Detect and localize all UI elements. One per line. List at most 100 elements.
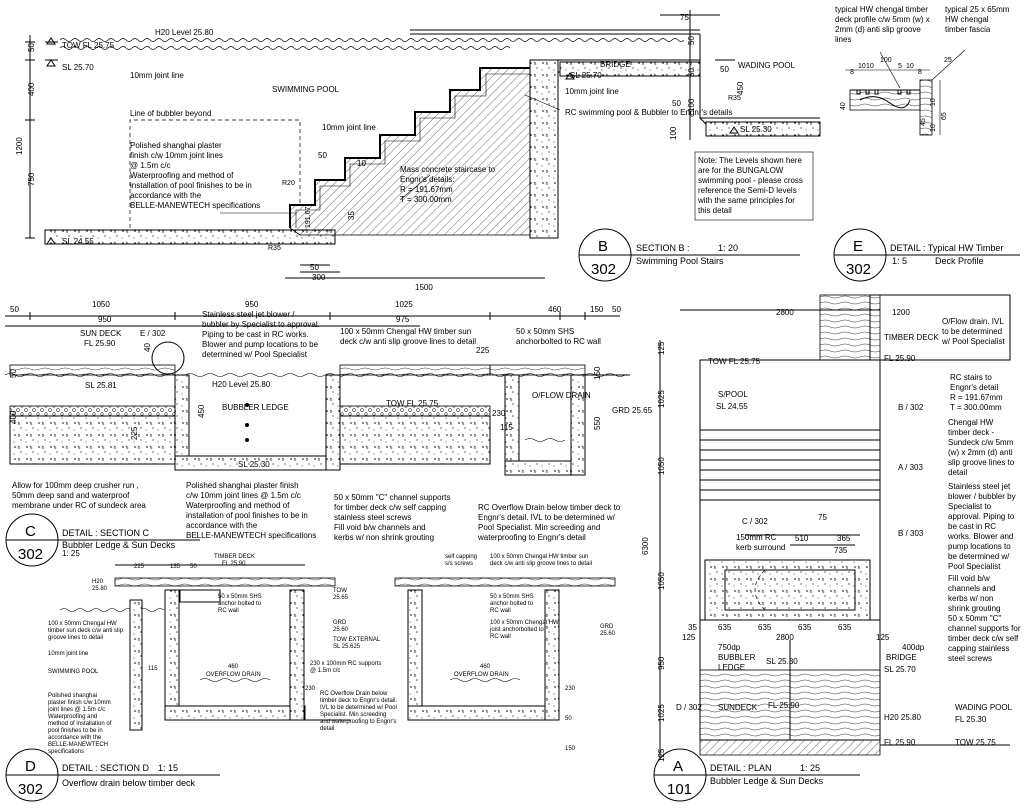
svg-text:460: 460 — [228, 664, 239, 670]
svg-text:25.60: 25.60 — [333, 627, 349, 633]
svg-text:T = 300.00mm: T = 300.00mm — [400, 195, 452, 204]
svg-text:IVL to be determined w/ Pool: IVL to be determined w/ Pool — [320, 705, 397, 711]
svg-text:65: 65 — [941, 112, 948, 120]
detail-e-notes: typical HW chengal timber deck profile c… — [835, 5, 1010, 44]
svg-text:RC wall: RC wall — [218, 608, 239, 614]
svg-text:10mm joint line: 10mm joint line — [48, 651, 89, 657]
svg-text:225: 225 — [476, 346, 490, 355]
svg-text:accordance with the: accordance with the — [48, 735, 102, 741]
detail-d-right: self capping s/s screws 100 x 50mm Cheng… — [445, 554, 616, 752]
svg-text:115: 115 — [500, 423, 513, 432]
svg-text:B / 302: B / 302 — [898, 403, 924, 412]
svg-text:kerbs w/ non: kerbs w/ non — [948, 594, 993, 603]
svg-text:lines: lines — [835, 35, 851, 44]
svg-text:SL 24.55: SL 24.55 — [716, 402, 748, 411]
detail-d-left: 225 135 50 H20 25.80 TIMBER DECK FL 25.9… — [47, 554, 398, 755]
svg-text:detail: detail — [320, 726, 334, 732]
svg-text:6300: 6300 — [641, 537, 650, 555]
svg-text:25.80: 25.80 — [92, 586, 108, 592]
svg-text:BRIDGE: BRIDGE — [886, 653, 917, 662]
svg-text:150: 150 — [565, 746, 576, 752]
svg-text:1025: 1025 — [395, 300, 413, 309]
svg-text:timber deck c/w self: timber deck c/w self — [948, 634, 1019, 643]
svg-text:deck c/w anti slip groove line: deck c/w anti slip groove lines to detai… — [490, 561, 592, 567]
svg-text:blower / bubbler by: blower / bubbler by — [948, 492, 1016, 501]
svg-text:2800: 2800 — [776, 308, 794, 317]
plan-labels: TIMBER DECK FL 25.90 TOW FL 25.75 S/POOL… — [676, 333, 1013, 747]
detail-d: 225 135 50 H20 25.80 TIMBER DECK FL 25.9… — [5, 554, 616, 802]
svg-text:membrane under RC of sundeck a: membrane under RC of sundeck area — [12, 501, 146, 510]
wading-label: WADING POOL — [738, 61, 796, 70]
svg-text:50 x 50mm SHS: 50 x 50mm SHS — [516, 327, 574, 336]
svg-text:1: 25: 1: 25 — [62, 549, 80, 558]
svg-text:plaster finish c/w 10mm: plaster finish c/w 10mm — [48, 700, 111, 706]
svg-text:Fill void b/w: Fill void b/w — [948, 574, 990, 583]
svg-text:Waterproofing and method of: Waterproofing and method of — [186, 501, 290, 510]
svg-text:D: D — [25, 758, 36, 775]
svg-text:C: C — [25, 523, 36, 540]
levels-note: Note: The Levels shown here are for the … — [694, 151, 814, 221]
svg-text:TIMBER DECK: TIMBER DECK — [884, 333, 939, 342]
svg-text:1025: 1025 — [657, 704, 666, 722]
detail-c-labels: SUN DECK FL 25.90 E / 302 SL 25.81 H20 L… — [80, 329, 653, 469]
svg-text:w/ Pool Specialist: w/ Pool Specialist — [941, 337, 1005, 346]
svg-text:typical HW chengal timber: typical HW chengal timber — [835, 5, 928, 14]
detail-c-timber-note: 100 x 50mm Chengal HW timber sun deck c/… — [340, 327, 476, 346]
svg-text:specifications: specifications — [48, 749, 84, 755]
svg-text:302: 302 — [18, 781, 43, 798]
svg-text:method of installation of: method of installation of — [48, 721, 112, 727]
svg-text:installation of pool finishes: installation of pool finishes to be in — [186, 511, 308, 520]
svg-text:635: 635 — [798, 623, 812, 632]
svg-text:460: 460 — [548, 305, 562, 314]
svg-text:BUBBLER LEDGE: BUBBLER LEDGE — [222, 403, 289, 412]
h20-level: H20 Level 25.80 — [155, 28, 214, 37]
svg-text:anchorbolted to RC wall: anchorbolted to RC wall — [516, 337, 601, 346]
svg-text:Deck Profile: Deck Profile — [935, 256, 984, 266]
svg-text:50: 50 — [190, 564, 197, 570]
svg-text:400: 400 — [27, 82, 36, 96]
plaster-note: Polished shanghai plaster finish c/w 10m… — [130, 141, 260, 210]
svg-text:10: 10 — [866, 63, 874, 70]
svg-text:100 x 50mm Chengal HW: 100 x 50mm Chengal HW — [48, 621, 117, 627]
svg-text:C / 302: C / 302 — [742, 517, 768, 526]
plan-a: 2800 1200 125 1025 1050 1050 6300 950 10… — [641, 294, 1021, 802]
svg-text:HW chengal: HW chengal — [945, 15, 989, 24]
svg-text:230: 230 — [565, 686, 576, 692]
svg-text:750dp: 750dp — [718, 643, 741, 652]
svg-text:SWIMMING POOL: SWIMMING POOL — [48, 669, 99, 675]
svg-text:T = 300.00mm: T = 300.00mm — [950, 403, 1002, 412]
svg-text:anchor bolted to: anchor bolted to — [490, 601, 534, 607]
svg-text:FL 25.90: FL 25.90 — [768, 701, 800, 710]
detail-c-shs-note: 50 x 50mm SHS anchorbolted to RC wall — [516, 327, 601, 346]
svg-text:450: 450 — [197, 404, 206, 418]
svg-text:Engnr's detail. IVL to be dete: Engnr's detail. IVL to be determined w/ — [478, 513, 616, 522]
svg-text:100 x 50mm Chengal HW timber s: 100 x 50mm Chengal HW timber sun — [490, 554, 588, 560]
svg-text:35: 35 — [688, 623, 697, 632]
section-b-dims: 50 400 1200 750 50 10 191.67 35 50 300 1… — [15, 13, 745, 292]
svg-text:50 x 50mm "C" channel supports: 50 x 50mm "C" channel supports — [334, 493, 450, 502]
svg-text:5: 5 — [898, 63, 902, 70]
svg-text:typical 25 x 65mm: typical 25 x 65mm — [945, 5, 1010, 14]
svg-text:50: 50 — [612, 305, 621, 314]
svg-text:@ 1.5m c/c: @ 1.5m c/c — [130, 161, 171, 170]
svg-text:2mm (d) anti slip groove: 2mm (d) anti slip groove — [835, 25, 921, 34]
joint-line-3: 10mm joint line — [322, 123, 376, 132]
svg-text:Allow for 100mm deep crusher r: Allow for 100mm deep crusher run , — [12, 481, 139, 490]
svg-text:deck c/w anti slip groove lin: deck c/w anti slip groove lines to detai… — [340, 337, 476, 346]
svg-text:detail: detail — [948, 468, 967, 477]
svg-text:@ 1.5m c/c: @ 1.5m c/c — [310, 668, 340, 674]
svg-text:125: 125 — [876, 633, 890, 642]
svg-text:accordance with the: accordance with the — [186, 521, 258, 530]
svg-text:be cast in RC: be cast in RC — [948, 522, 996, 531]
svg-text:25.65: 25.65 — [333, 595, 349, 601]
svg-text:DETAIL : SECTION C: DETAIL : SECTION C — [62, 528, 150, 538]
svg-text:accordance with the: accordance with the — [130, 191, 202, 200]
svg-text:RC stairs to: RC stairs to — [950, 373, 992, 382]
plan-notes: O/Flow drain. IVL to be determined w/ Po… — [941, 317, 1021, 663]
svg-text:1050: 1050 — [657, 457, 666, 475]
svg-text:SUN DECK: SUN DECK — [80, 329, 122, 338]
svg-text:H20: H20 — [92, 579, 104, 585]
svg-text:joist anchorbolted to: joist anchorbolted to — [489, 627, 544, 633]
detail-c-plaster-note: Polished shanghai plaster finish c/w 10m… — [186, 481, 316, 540]
svg-text:timber deck -: timber deck - — [948, 428, 995, 437]
